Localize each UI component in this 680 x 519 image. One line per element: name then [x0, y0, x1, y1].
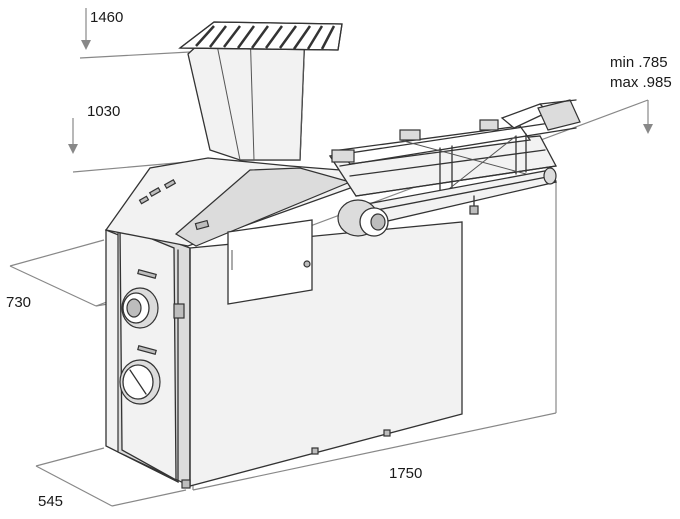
hopper-grid — [195, 25, 336, 50]
handwheel — [119, 359, 161, 405]
dimension-width: 730 — [6, 294, 32, 311]
hopper — [178, 21, 343, 161]
conveyor — [328, 99, 581, 237]
dimension-depth: 545 — [38, 493, 64, 510]
dimension-conveyor-min: min .785 — [610, 54, 668, 71]
adjustment-knob — [121, 287, 159, 329]
cabinet — [104, 157, 463, 489]
dimension-conveyor-max: max .985 — [610, 74, 672, 91]
conveyor-roller — [337, 199, 389, 237]
dimension-length: 1750 — [389, 465, 423, 482]
access-door — [227, 219, 313, 305]
dimension-height-machine: 1030 — [87, 103, 121, 120]
dimension-height-hopper: 1460 — [90, 9, 124, 26]
